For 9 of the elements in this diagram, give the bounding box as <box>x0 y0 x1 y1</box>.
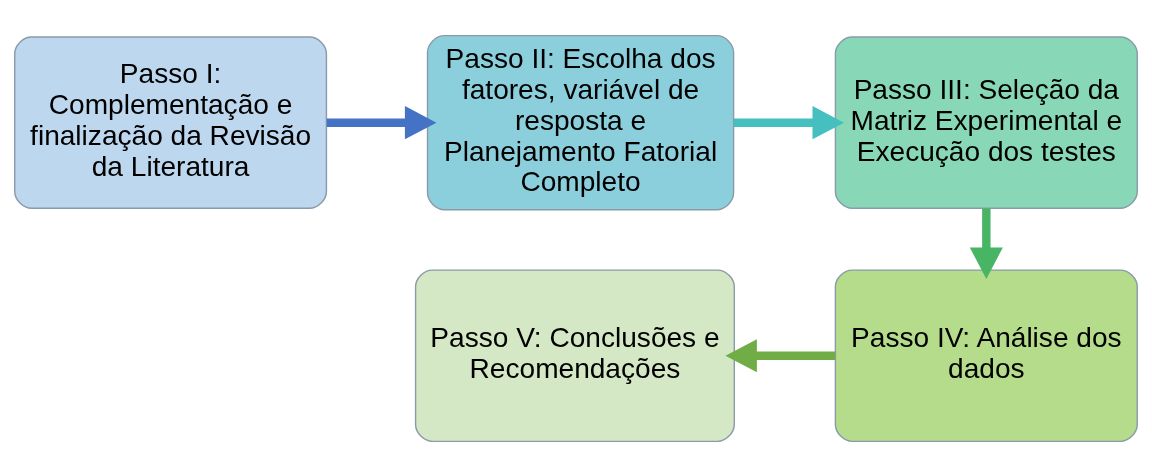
node-box: Passo II: Escolha dos fatores, variável de resposta e Planejamento Fatorial Completo <box>426 34 735 210</box>
node-box: Passo V: Conclusões e Recomendações <box>414 268 735 442</box>
arrow <box>733 105 845 139</box>
arrow <box>969 208 1003 279</box>
node-box: Passo IV: Análise dos dados <box>834 268 1138 442</box>
arrow <box>326 105 437 139</box>
node-box: Passo III: Seleção da Matriz Experimental e Execução dos testes <box>834 35 1138 209</box>
node-box: Passo I: Complementação e finalização da Revisão da Literatura <box>14 35 328 209</box>
arrow <box>725 338 836 372</box>
